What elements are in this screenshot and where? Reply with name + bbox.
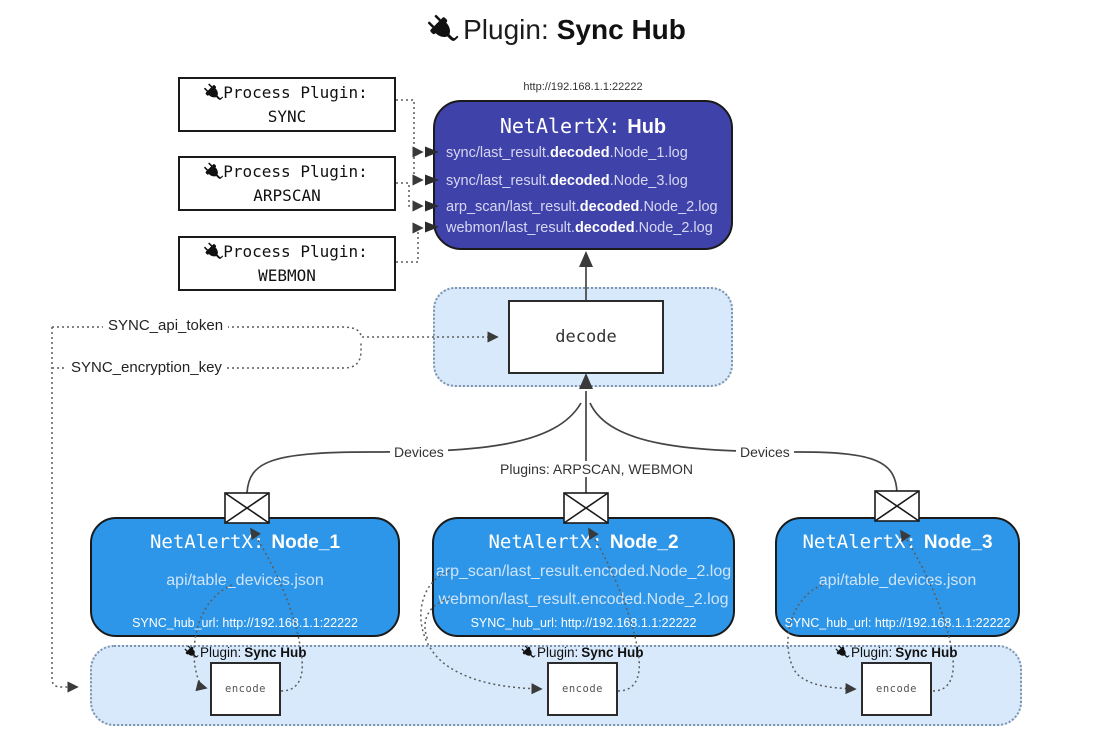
hub-title-name: Hub xyxy=(627,116,667,138)
node-1-box: NetAlertX:Node_1 api/table_devices.json … xyxy=(90,517,400,637)
process-plugin-label: Process Plugin: xyxy=(223,162,368,182)
title-prefix: Plugin: xyxy=(463,14,549,45)
process-plugin-label: Process Plugin: xyxy=(223,242,368,262)
encoder-plugin-label: Plugin:Sync Hub xyxy=(186,645,307,660)
plug-icon xyxy=(833,643,851,661)
hub-title: NetAlertX: Hub xyxy=(435,114,731,139)
node-hub-url: SYNC_hub_url: http://192.168.1.1:22222 xyxy=(470,616,697,630)
node-file: arp_scan/last_result.encoded.Node_2.log xyxy=(435,563,732,580)
encoder-plugin-label: Plugin:Sync Hub xyxy=(523,645,644,660)
node-3-box: NetAlertX:Node_3 api/table_devices.json … xyxy=(775,517,1020,637)
process-plugin-label: Process Plugin: xyxy=(223,83,368,103)
plugin-to-hub-connectors xyxy=(396,99,424,263)
hub-log-line: arp_scan/last_result.decoded.Node_2.log xyxy=(446,199,718,215)
hub-log-line: sync/last_result.decoded.Node_3.log xyxy=(446,173,688,189)
sync-api-token-label: SYNC_api_token xyxy=(103,317,229,334)
hub-url: http://192.168.1.1:22222 xyxy=(523,81,643,93)
decode-box: decode xyxy=(508,300,664,374)
process-plugin-arpscan: Process Plugin: ARPSCAN xyxy=(178,156,396,211)
node-hub-url: SYNC_hub_url: http://192.168.1.1:22222 xyxy=(132,616,358,630)
plugins-edge-label: Plugins: ARPSCAN, WEBMON xyxy=(496,461,697,477)
node-title: NetAlertX:Node_2 xyxy=(488,531,679,553)
title-name: Sync Hub xyxy=(556,14,686,45)
hub-log-line: sync/last_result.decoded.Node_1.log xyxy=(446,145,688,161)
node-file: api/table_devices.json xyxy=(818,572,977,589)
process-plugin-name: ARPSCAN xyxy=(253,185,321,205)
process-plugin-name: SYNC xyxy=(267,106,307,126)
devices-edge-label: Devices xyxy=(390,444,448,460)
process-plugin-webmon: Process Plugin: WEBMON xyxy=(178,236,396,291)
plug-icon xyxy=(182,643,200,661)
plug-icon xyxy=(519,643,537,661)
process-plugin-sync: Process Plugin: SYNC xyxy=(178,77,396,132)
node-hub-url: SYNC_hub_url: http://192.168.1.1:22222 xyxy=(784,616,1011,630)
encode-box: encode xyxy=(861,662,932,716)
node-title: NetAlertX:Node_3 xyxy=(802,531,993,553)
process-plugin-name: WEBMON xyxy=(258,265,316,285)
node-title: NetAlertX:Node_1 xyxy=(149,531,341,553)
node-2-box: NetAlertX:Node_2 arp_scan/last_result.en… xyxy=(432,517,735,637)
encoder-plugin-label: Plugin:Sync Hub xyxy=(837,645,958,660)
hub-log-line: webmon/last_result.decoded.Node_2.log xyxy=(446,220,713,236)
node-file: webmon/last_result.encoded.Node_2.log xyxy=(438,591,729,608)
node-file: api/table_devices.json xyxy=(166,572,324,589)
hub-title-prefix: NetAlertX: xyxy=(499,114,621,138)
devices-edge-label: Devices xyxy=(736,444,794,460)
encode-box: encode xyxy=(547,662,618,716)
page-title: Plugin: Sync Hub xyxy=(0,14,1117,46)
sync-encryption-key-label: SYNC_encryption_key xyxy=(66,359,227,376)
plug-icon xyxy=(423,10,463,50)
hub-box: NetAlertX: Hub sync/last_result.decoded.N… xyxy=(433,100,733,250)
encode-box: encode xyxy=(210,662,281,716)
